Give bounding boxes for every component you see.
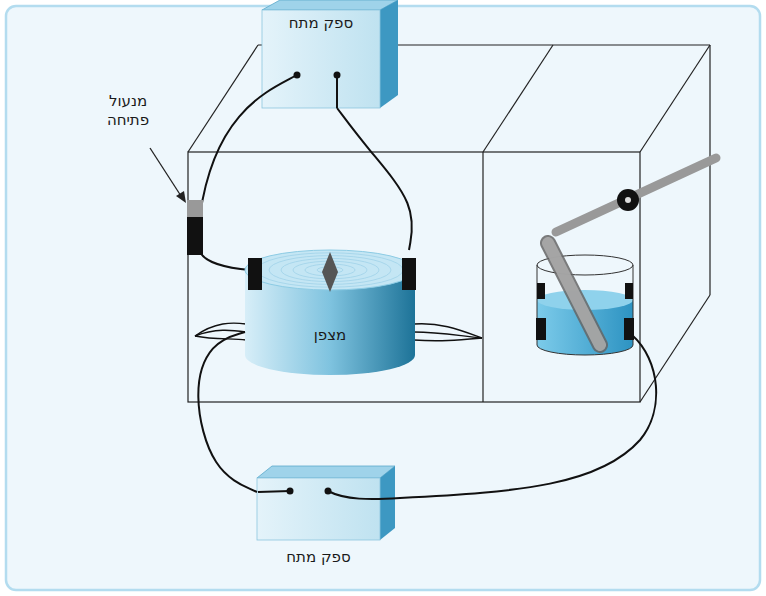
node-label: מצפן [314,326,347,344]
wire-part [336,75,338,108]
coil-wires-part [414,338,482,341]
power-supply-bottom [257,466,395,540]
rod-part [548,243,600,345]
coil-wires-part [195,336,246,340]
lock-part [187,200,203,217]
beaker-part [624,318,634,340]
power-supply-top-part [262,0,398,10]
leader-arrow [150,148,186,203]
power-supply-bottom-part [257,466,395,478]
power-supply-top-part [380,0,398,108]
compass-body: מצפן [245,250,415,375]
wire-part [200,75,297,215]
leader-arrow-part [150,148,181,196]
beaker-part [536,318,546,340]
wire [198,332,257,492]
beaker-part [625,283,633,299]
power-supply-box: ספק מתח [262,10,380,108]
housing-part [709,45,710,295]
rod-part [556,158,716,232]
rod-part [548,243,600,345]
housing-part [483,45,553,152]
coil-wires-part [414,332,482,338]
compass-part [248,258,262,290]
coil-wires-part [414,324,482,338]
housing-part [640,45,710,152]
lock-part [187,217,203,255]
wire [337,108,412,250]
beaker-part [537,283,545,299]
power-supply-top [262,0,398,108]
lock [187,200,203,255]
part-label: מנעול פתיחה [92,92,164,130]
leader-arrow-part [176,191,186,203]
housing-part [482,152,483,402]
compass [245,250,416,375]
rod-part [625,197,631,203]
wire-part [258,491,290,492]
housing-part [188,152,640,402]
power-supply-bottom-part [257,478,380,540]
rod [548,158,716,345]
rod-part [617,189,639,211]
housing-part [640,295,710,402]
compass-part [402,258,416,290]
housing-part [188,45,258,152]
node-label: ספק מתח [289,14,353,32]
compass-part [322,252,338,292]
wire-part [200,252,250,270]
node-label: ספק מתח [286,548,350,566]
power-supply-bottom-part [380,466,395,540]
power-supply-top-part [262,10,380,108]
power-supply-box: ספק מתח [257,478,380,570]
wire [200,75,656,499]
